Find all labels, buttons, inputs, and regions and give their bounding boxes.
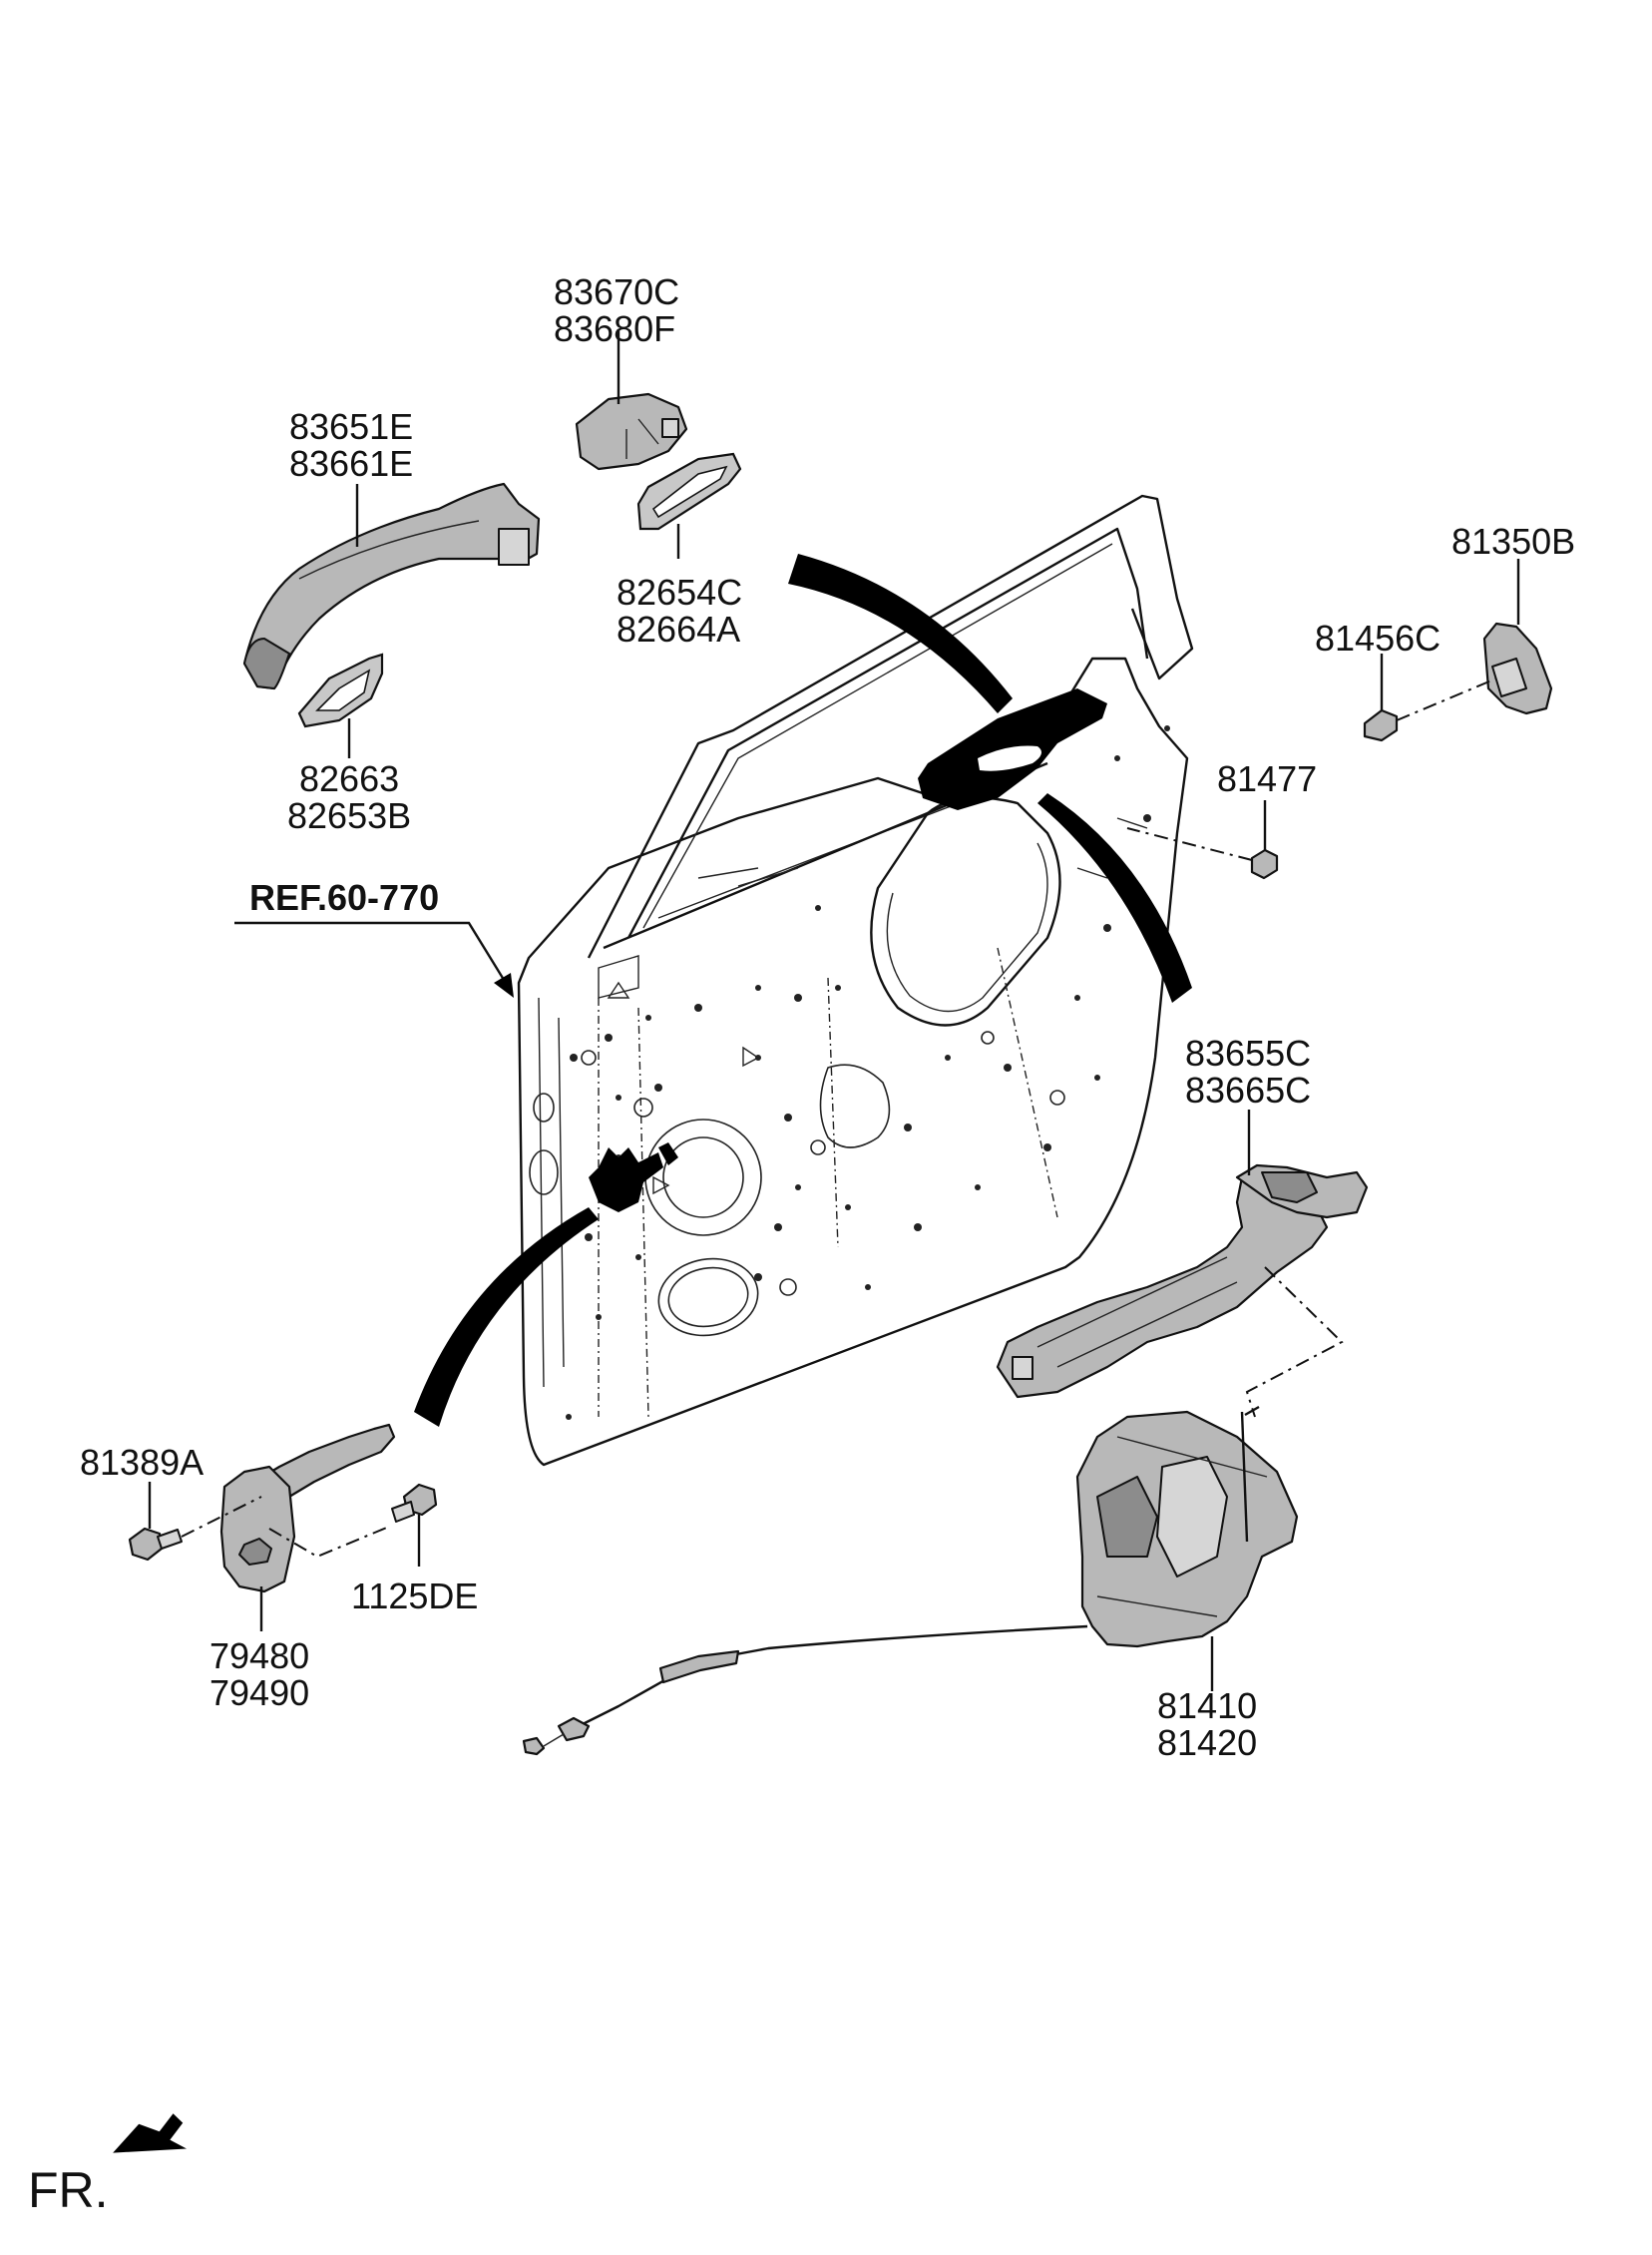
- label-82664A: 82664A: [617, 609, 740, 650]
- label-81410: 81410: [1157, 1685, 1257, 1726]
- part-striker-bolt: [1363, 654, 1497, 742]
- label-81350B: 81350B: [1451, 521, 1575, 562]
- label-81420: 81420: [1157, 1722, 1257, 1763]
- callout-wedges: [414, 554, 1192, 1427]
- part-plug-81477: [1126, 800, 1279, 880]
- part-door-latch: [522, 1405, 1299, 1756]
- rear-door-panel: [517, 494, 1194, 1467]
- part-handle-bracket: [996, 1110, 1369, 1418]
- label-82654C: 82654C: [617, 572, 742, 613]
- label-83651E: 83651E: [289, 406, 413, 447]
- label-81456C: 81456C: [1315, 618, 1441, 659]
- part-bolt-1125DE: [391, 1483, 438, 1567]
- label-82663: 82663: [299, 758, 399, 799]
- part-striker: [1482, 559, 1553, 715]
- part-cap-gasket: [636, 452, 742, 559]
- ref-leader: [234, 921, 514, 998]
- label-83661E: 83661E: [289, 443, 413, 484]
- label-82653B: 82653B: [287, 795, 411, 836]
- label-81389A: 81389A: [80, 1442, 204, 1483]
- label-ref-60-770: REF.60-770: [249, 877, 439, 918]
- part-handle-gasket: [297, 653, 384, 758]
- part-handle-cap: [575, 329, 688, 471]
- label-83670C: 83670C: [554, 271, 679, 312]
- label-83680F: 83680F: [554, 308, 675, 349]
- label-79490: 79490: [209, 1672, 309, 1713]
- part-outside-handle: [242, 482, 541, 690]
- label-83655C: 83655C: [1185, 1033, 1311, 1074]
- front-direction-arrow: [113, 2113, 188, 2153]
- part-bolt-81389A: [128, 1482, 262, 1562]
- part-door-check: [219, 1423, 396, 1631]
- label-fr: FR.: [28, 2162, 109, 2218]
- label-79480: 79480: [209, 1635, 309, 1676]
- label-83665C: 83665C: [1185, 1070, 1311, 1111]
- label-1125DE: 1125DE: [351, 1576, 478, 1616]
- label-81477: 81477: [1217, 758, 1317, 799]
